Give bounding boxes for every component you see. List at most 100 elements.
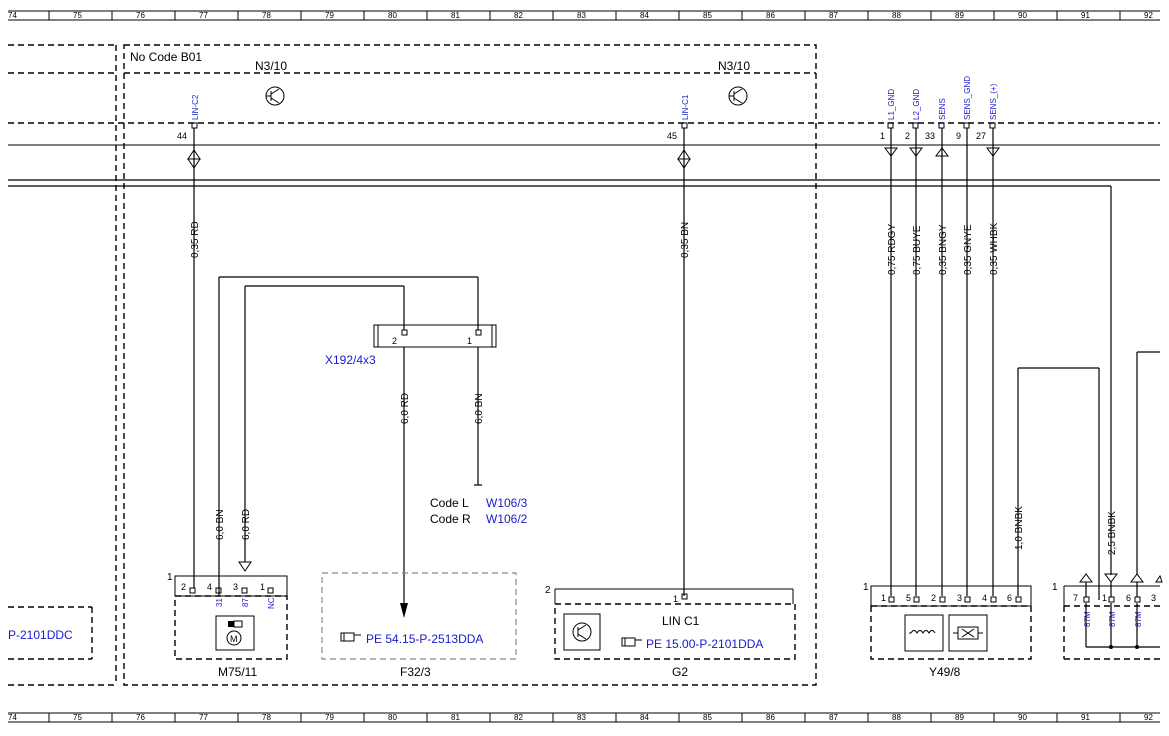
coil-icon [904,614,944,652]
m75-label-87: 87 [241,598,250,607]
signal-l1-gnd: L1_GND [887,89,896,120]
g2-pin: 1 [673,594,678,604]
pin-33: 33 [925,131,935,141]
m75-component: 1 2 4 3 1 31 87 NC M M75/11 [167,560,288,679]
valve-icon [948,614,988,652]
wire-lin-c1: 0,35 BN [680,222,691,258]
ruler-top-number: 82 [514,11,523,20]
pin-27: 27 [976,131,986,141]
right-pin-1: 1 [1102,593,1107,603]
ruler-bottom-number: 86 [766,713,775,722]
wire-gnye: 0,35 GNYE [963,224,974,275]
f32-ref[interactable]: PE 54.15-P-2513DDA [366,632,483,646]
wire-buye: 0,75 BUYE [912,225,923,275]
m75-name: M75/11 [218,665,257,679]
ruler-top-number: 81 [451,11,460,20]
arrow-icon [909,147,923,157]
no-code-b01-frame [123,44,817,686]
ruler-bottom-number: 79 [325,713,334,722]
g2-component: 2 1 LIN C1 PE 15.00-P-2101DDA G2 [545,585,796,679]
g2-index: 2 [545,585,551,596]
y49-pin-3: 3 [957,593,962,603]
arrow-icon [238,561,252,572]
right-pin-3: 3 [1151,593,1156,603]
g2-ref[interactable]: PE 15.00-P-2101DDA [646,637,763,651]
ref-w106-3[interactable]: W106/3 [486,496,528,510]
ref-w106-2[interactable]: W106/2 [486,512,528,526]
transistor-icon [563,613,601,651]
motor-icon: M [215,615,255,651]
transistor-icon [728,86,748,106]
ruler-top-number: 88 [892,11,901,20]
ruler-top-number: 74 [8,11,17,20]
right-label-87m-3: 87M [1134,611,1143,627]
m75-pin-2: 2 [181,582,186,592]
ruler-bottom-number: 84 [640,713,649,722]
right-partial-component: 2,5 BNBK 1 7 1 6 3 87M 87M 87M [1052,351,1163,660]
y49-pin-4: 4 [982,593,987,603]
code-r: Code R [430,512,471,526]
ruler-top-number: 85 [703,11,712,20]
ruler-top-number: 79 [325,11,334,20]
m75-pin-4: 4 [207,582,212,592]
m75-pin-3: 3 [233,582,238,592]
y49-pin-5: 5 [906,593,911,603]
arrow-icon [1079,573,1093,583]
ruler-bottom-number: 77 [199,713,208,722]
ruler-bottom-number: 85 [703,713,712,722]
ruler-bottom-number: 74 [8,713,17,722]
arrow-icon [1104,573,1118,583]
lin-c2-pin: 44 [177,131,187,141]
ruler-bottom-number: 80 [388,713,397,722]
code-l: Code L [430,496,469,510]
pin-9: 9 [956,131,961,141]
g2-name: G2 [672,665,688,679]
ruler-top-number: 89 [955,11,964,20]
m75-index: 1 [167,572,173,583]
arrow-icon [935,147,949,157]
pin-1: 1 [880,131,885,141]
left-partial-ref[interactable]: P-2101DDC [8,628,73,642]
svg-text:M: M [230,634,238,644]
y49-pin-1: 1 [881,593,886,603]
m75-label-nc: NC [267,597,276,609]
y49-pin-6: 6 [1007,593,1012,603]
wire-whbk: 0,35 WHBK [989,222,1000,275]
ruler-top-number: 77 [199,11,208,20]
ruler-top-number: 83 [577,11,586,20]
ruler-top-number: 91 [1081,11,1090,20]
lin-c1-signal: LIN-C1 [681,94,690,120]
ruler-top-number: 92 [1144,11,1153,20]
ruler-top-number: 80 [388,11,397,20]
x192-pin-left: 2 [392,336,397,346]
right-label-87m-1: 87M [1083,611,1092,627]
ruler-top-number: 76 [136,11,145,20]
no-code-label: No Code B01 [130,50,202,64]
wire-lin-c2: 0,35 RD [190,221,201,258]
ruler-bottom-number: 92 [1144,713,1153,722]
lin-c1-pin: 45 [667,131,677,141]
ruler-top-number: 87 [829,11,838,20]
y49-component: 1,0 BNBK 1 1 5 2 3 4 6 Y49/8 [863,367,1100,679]
ruler-bottom-number: 90 [1018,713,1027,722]
y49-name: Y49/8 [929,665,961,679]
ruler-bottom-number: 88 [892,713,901,722]
lin-c2-signal: LIN-C2 [191,94,200,120]
n3-left-name: N3/10 [255,59,287,73]
m75-pin-1: 1 [260,582,265,592]
wire-rd6a: 6,0 RD [400,393,411,424]
pointer-hand-icon [621,637,642,647]
right-label-87m-2: 87M [1108,611,1117,627]
g2-title: LIN C1 [662,614,700,628]
left-partial-component: P-2101DDC [8,606,93,660]
x192-name: X192/4x3 [325,353,376,367]
ruler-bottom-number: 87 [829,713,838,722]
ruler-bottom-number: 82 [514,713,523,722]
ruler-top-number: 90 [1018,11,1027,20]
ruler-bottom-number: 76 [136,713,145,722]
transistor-icon [265,86,285,106]
ruler-bottom-number: 89 [955,713,964,722]
